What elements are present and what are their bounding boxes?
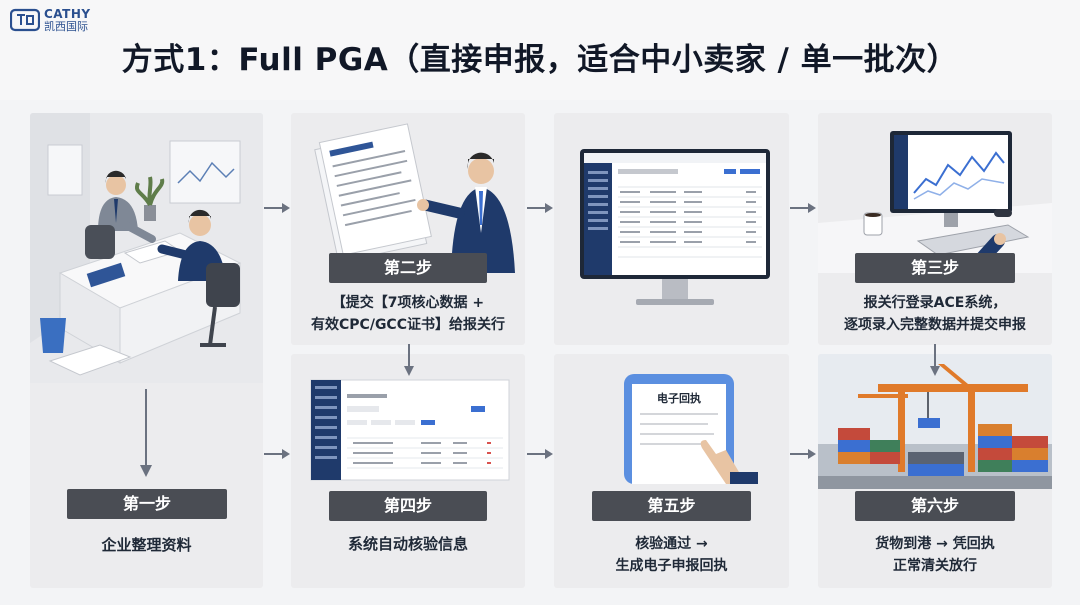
step-2-caption-line1: 【提交【7项核心数据 + (291, 293, 525, 313)
arrow-right-icon (262, 201, 292, 215)
step-1-caption: 企业整理资料 (30, 535, 263, 555)
logo-chinese: 凯西国际 (44, 21, 91, 33)
step-4-caption: 系统自动核验信息 (291, 534, 525, 554)
step-2-caption-line2: 有效CPC/GCC证书】给报关行 (291, 315, 525, 335)
step-1-card: 第一步 企业整理资料 (30, 113, 263, 588)
step-3-card: 第三步 报关行登录ACE系统， 逐项录入完整数据并提交申报 (818, 113, 1052, 345)
step-2-badge: 第二步 (329, 253, 487, 283)
step-3-caption-line2: 逐项录入完整数据并提交申报 (818, 315, 1052, 335)
arrow-down-icon (402, 344, 416, 378)
brand-logo[interactable]: CATHY 凯西国际 (10, 8, 91, 32)
step-6-caption-line1: 货物到港 → 凭回执 (818, 534, 1052, 554)
step-5-caption-line1: 核验通过 → (554, 534, 789, 554)
office-meeting-illustration (30, 113, 263, 383)
arrow-right-icon (788, 447, 818, 461)
step-1-badge: 第一步 (67, 489, 227, 519)
step-6-caption-line2: 正常清关放行 (818, 556, 1052, 576)
electronic-receipt-tablet-illustration: 电子回执 (554, 354, 789, 484)
arrow-down-icon (136, 389, 156, 479)
arrow-down-icon (928, 344, 942, 378)
step-5-badge: 第五步 (592, 491, 751, 521)
cathy-logo-icon (10, 8, 40, 32)
arrow-right-icon (525, 201, 555, 215)
step-3-caption-line1: 报关行登录ACE系统， (818, 293, 1052, 313)
step-6-badge: 第六步 (855, 491, 1015, 521)
ace-system-card (554, 113, 789, 345)
step-4-card: 第四步 系统自动核验信息 (291, 354, 525, 588)
step-4-badge: 第四步 (329, 491, 487, 521)
page-title: 方式1：Full PGA（直接申报，适合中小卖家 / 单一批次） (0, 34, 1080, 79)
step-3-badge: 第三步 (855, 253, 1015, 283)
arrow-right-icon (262, 447, 292, 461)
step-6-card: 第六步 货物到港 → 凭回执 正常清关放行 (818, 354, 1052, 588)
step-5-caption-line2: 生成电子申报回执 (554, 556, 789, 576)
logo-english: CATHY (44, 8, 91, 21)
receipt-title: 电子回执 (657, 391, 701, 405)
step-2-card: 第二步 【提交【7项核心数据 + 有效CPC/GCC证书】给报关行 (291, 113, 525, 345)
document-handover-illustration (291, 113, 525, 273)
data-entry-workstation-illustration (818, 113, 1052, 273)
ace-system-monitor-illustration (554, 113, 789, 345)
arrow-right-icon (525, 447, 555, 461)
step-5-card: 电子回执 第五步 核验通过 → 生成电子申报回执 (554, 354, 789, 588)
header: CATHY 凯西国际 方式1：Full PGA（直接申报，适合中小卖家 / 单一… (0, 0, 1080, 100)
arrow-right-icon (788, 201, 818, 215)
